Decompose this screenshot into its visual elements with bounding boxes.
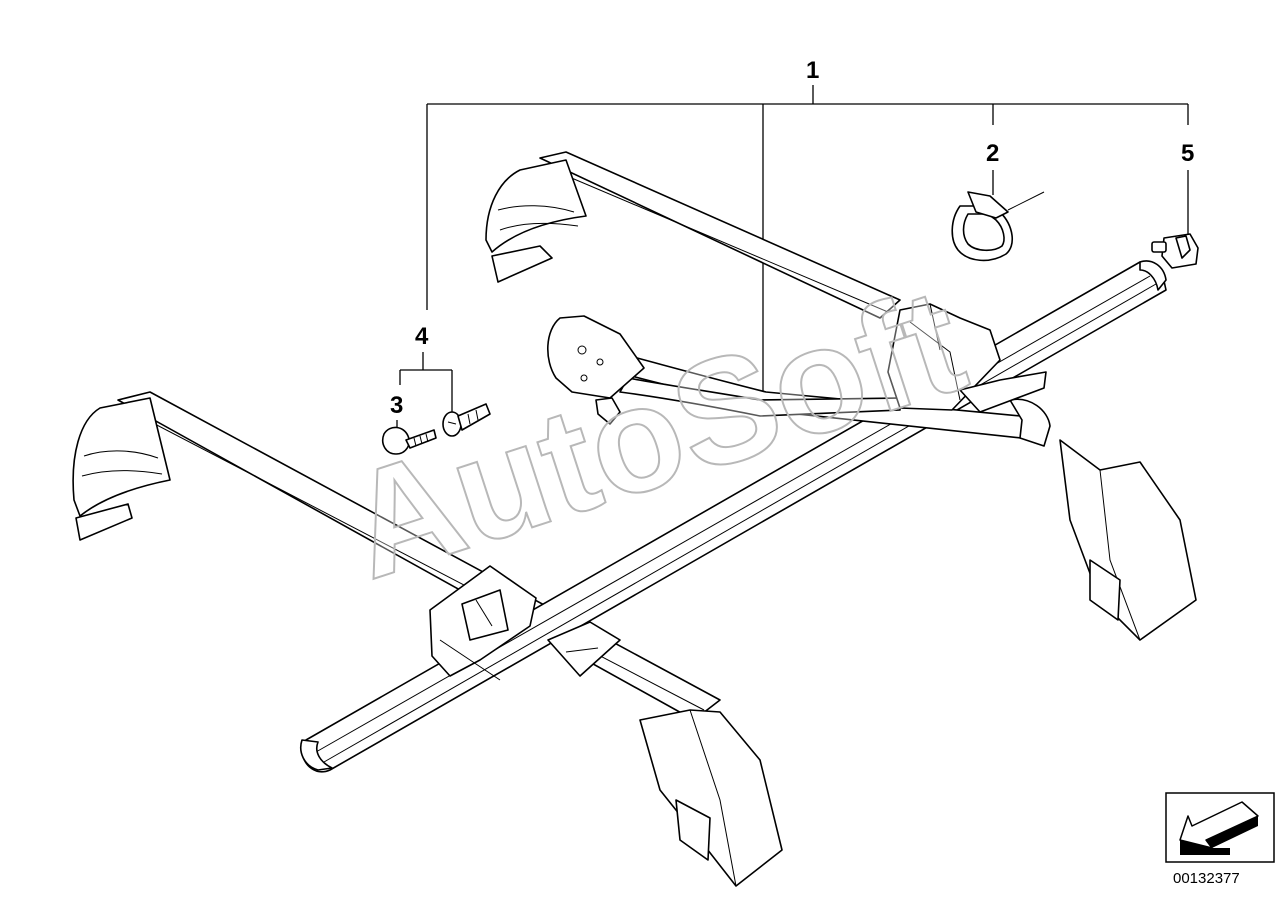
- callout-5: 5: [1181, 140, 1194, 167]
- callout-2: 2: [986, 140, 999, 167]
- part-5-end-cap: [1151, 233, 1199, 269]
- wheel-tray-front: [429, 565, 537, 681]
- frame-holder-arm: [546, 315, 1051, 447]
- document-number: 00132377: [1173, 870, 1240, 887]
- callout-4: 4: [415, 323, 429, 350]
- callout-1: 1: [806, 57, 819, 84]
- rear-roof-bar: [485, 151, 1197, 641]
- wheel-tray-rear: [887, 303, 1047, 413]
- part-3-key: [381, 426, 437, 455]
- direction-arrow-icon: [1165, 792, 1275, 863]
- callout-3: 3: [390, 392, 403, 419]
- part-4-lock-cylinder: [442, 403, 491, 437]
- part-2-strap: [951, 191, 1045, 262]
